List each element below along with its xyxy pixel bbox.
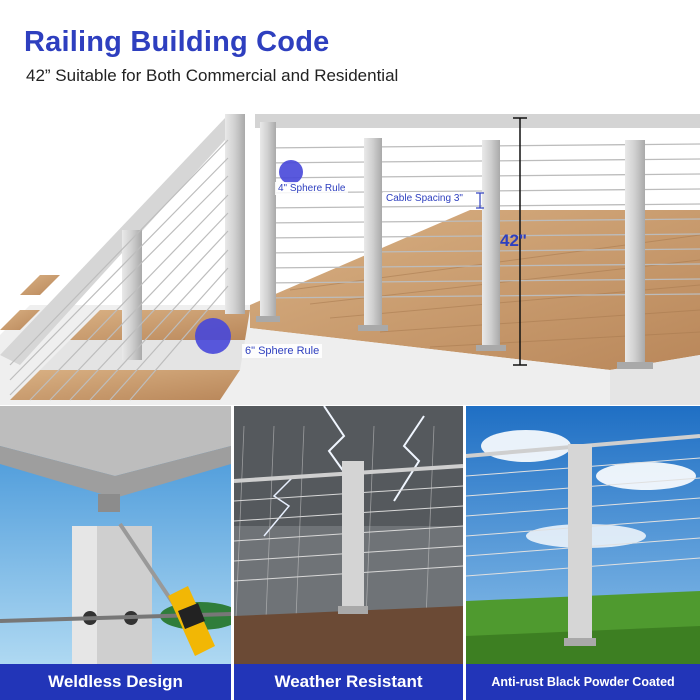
- page-title: Railing Building Code: [24, 26, 330, 58]
- sphere-6in: [195, 318, 231, 354]
- sphere-small-label: 4" Sphere Rule: [275, 182, 349, 195]
- sphere-4in: [279, 160, 303, 184]
- height-label: 42": [500, 231, 527, 250]
- caption-weather: Weather Resistant: [234, 664, 463, 700]
- railing-drawing: [0, 114, 700, 405]
- panel-weldless: Weldless Design: [0, 406, 231, 700]
- cable-spacing-label: Cable Spacing 3": [383, 192, 466, 205]
- height-dimension: [513, 117, 527, 366]
- panel-anti-rust: Anti-rust Black Powder Coated: [466, 406, 700, 700]
- lightning-icon: [234, 406, 463, 700]
- screwdriver-icon: [0, 406, 231, 700]
- caption-weldless: Weldless Design: [0, 664, 231, 700]
- railing-illustration: 4" Sphere Rule Cable Spacing 3" 42" 6" S…: [0, 100, 700, 405]
- deck-rail: [255, 114, 700, 369]
- panel-weather: Weather Resistant: [234, 406, 463, 700]
- sky-icon: [466, 406, 700, 700]
- spacing-dimension: [476, 192, 484, 209]
- stair-rail: [0, 114, 245, 401]
- caption-anti-rust: Anti-rust Black Powder Coated: [466, 664, 700, 700]
- page-subtitle: 42” Suitable for Both Commercial and Res…: [26, 66, 399, 85]
- sphere-large-label: 6" Sphere Rule: [242, 344, 323, 358]
